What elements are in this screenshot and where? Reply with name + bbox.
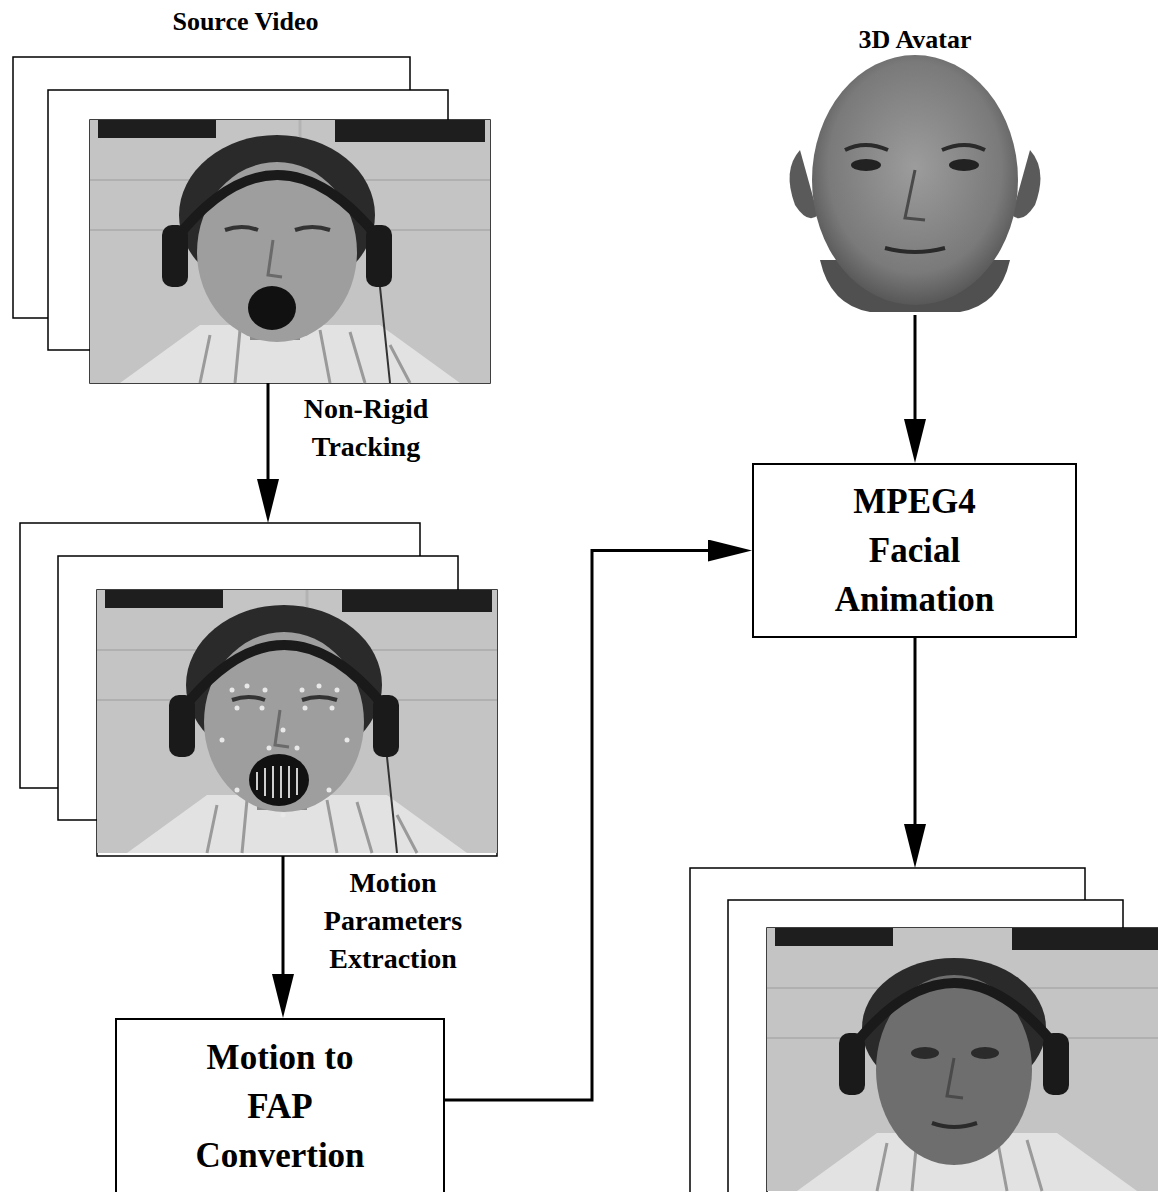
- avatar-image: 3D Avatar: [780, 24, 1050, 315]
- box-text: MPEG4 Facial Animation: [807, 477, 1022, 624]
- arrow-connector: [445, 551, 712, 1101]
- video-stack: [20, 523, 497, 856]
- arrow-connector: [914, 315, 917, 423]
- video-stack: Source Video: [13, 6, 490, 383]
- arrow-connector: [914, 638, 917, 828]
- edge-label: Motion Parameters Extraction: [298, 864, 488, 978]
- avatar-photo: [767, 928, 1158, 1191]
- arrow-connector: [267, 383, 270, 483]
- tracked-photo: [97, 590, 497, 853]
- avatar-head: [790, 55, 1041, 312]
- node-title: 3D Avatar: [780, 24, 1050, 56]
- edge-label: Non-Rigid Tracking: [276, 390, 456, 466]
- process-box: Motion to FAP Convertion: [115, 1018, 445, 1192]
- process-box: MPEG4 Facial Animation: [752, 463, 1077, 638]
- node-title: Source Video: [13, 6, 478, 38]
- video-stack: [690, 868, 1158, 1192]
- source-photo: [90, 120, 490, 383]
- arrow-connector: [282, 856, 285, 978]
- video-frame: [97, 590, 497, 856]
- video-frame: [90, 120, 490, 383]
- video-frame: [767, 928, 1158, 1192]
- box-text: Motion to FAP Convertion: [188, 1033, 373, 1180]
